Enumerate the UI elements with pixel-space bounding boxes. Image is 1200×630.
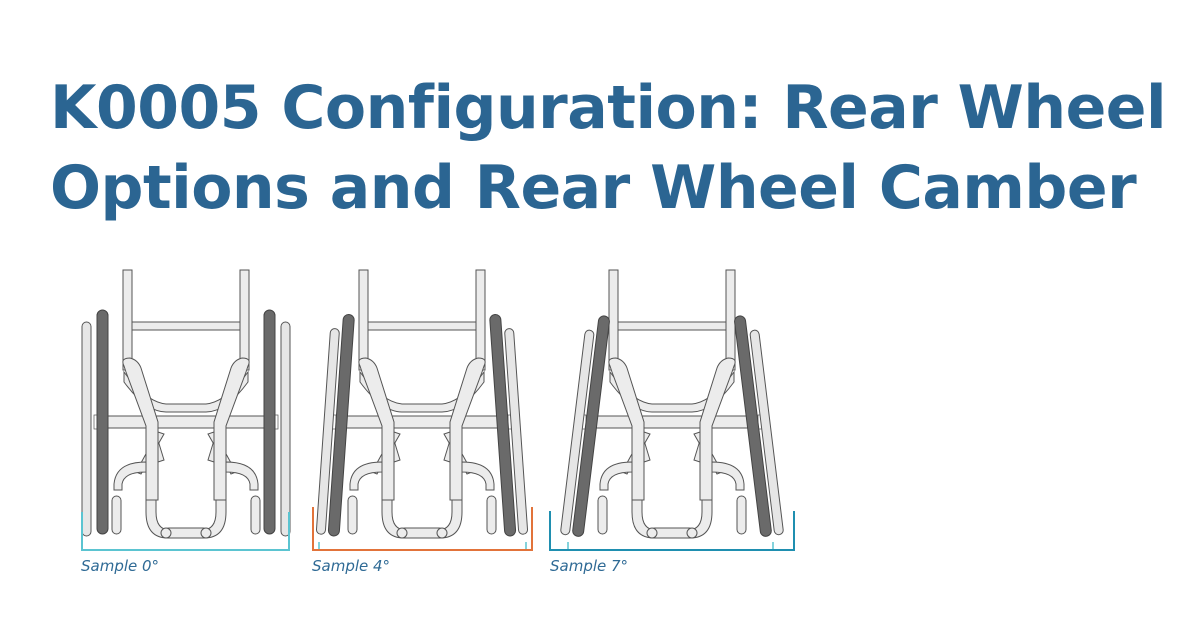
width-bracket-orange <box>312 507 533 551</box>
right-tire <box>734 315 772 537</box>
left-tire <box>96 309 109 535</box>
left-handrim <box>560 329 595 536</box>
right-handrim <box>280 321 291 537</box>
right-tire <box>263 309 276 535</box>
width-bracket-cyan <box>81 512 290 551</box>
caption-sample-4: Sample 4° <box>312 557 391 575</box>
right-handrim <box>749 329 784 536</box>
left-handrim <box>315 328 340 535</box>
left-tire <box>572 315 610 537</box>
title-line-2: Options and Rear Wheel Camber <box>50 153 1137 223</box>
wheelchair-diagram-0 <box>81 269 291 551</box>
right-handrim <box>504 328 529 535</box>
caption-sample-0: Sample 0° <box>81 557 160 575</box>
title-line-1: K0005 Configuration: Rear Wheel <box>50 73 1167 143</box>
figure-camber-4 <box>306 262 538 557</box>
width-bracket-teal <box>549 511 795 551</box>
wheelchair-diagram-7 <box>549 269 795 551</box>
page-title: K0005 Configuration: Rear Wheel Options … <box>50 68 1167 228</box>
left-handrim <box>81 321 92 537</box>
wheelchair-diagram-4 <box>312 269 533 551</box>
right-tire <box>489 313 517 537</box>
caption-sample-7: Sample 7° <box>550 557 629 575</box>
figure-camber-7 <box>544 262 800 557</box>
figure-camber-0 <box>74 262 298 557</box>
left-tire <box>327 313 355 537</box>
